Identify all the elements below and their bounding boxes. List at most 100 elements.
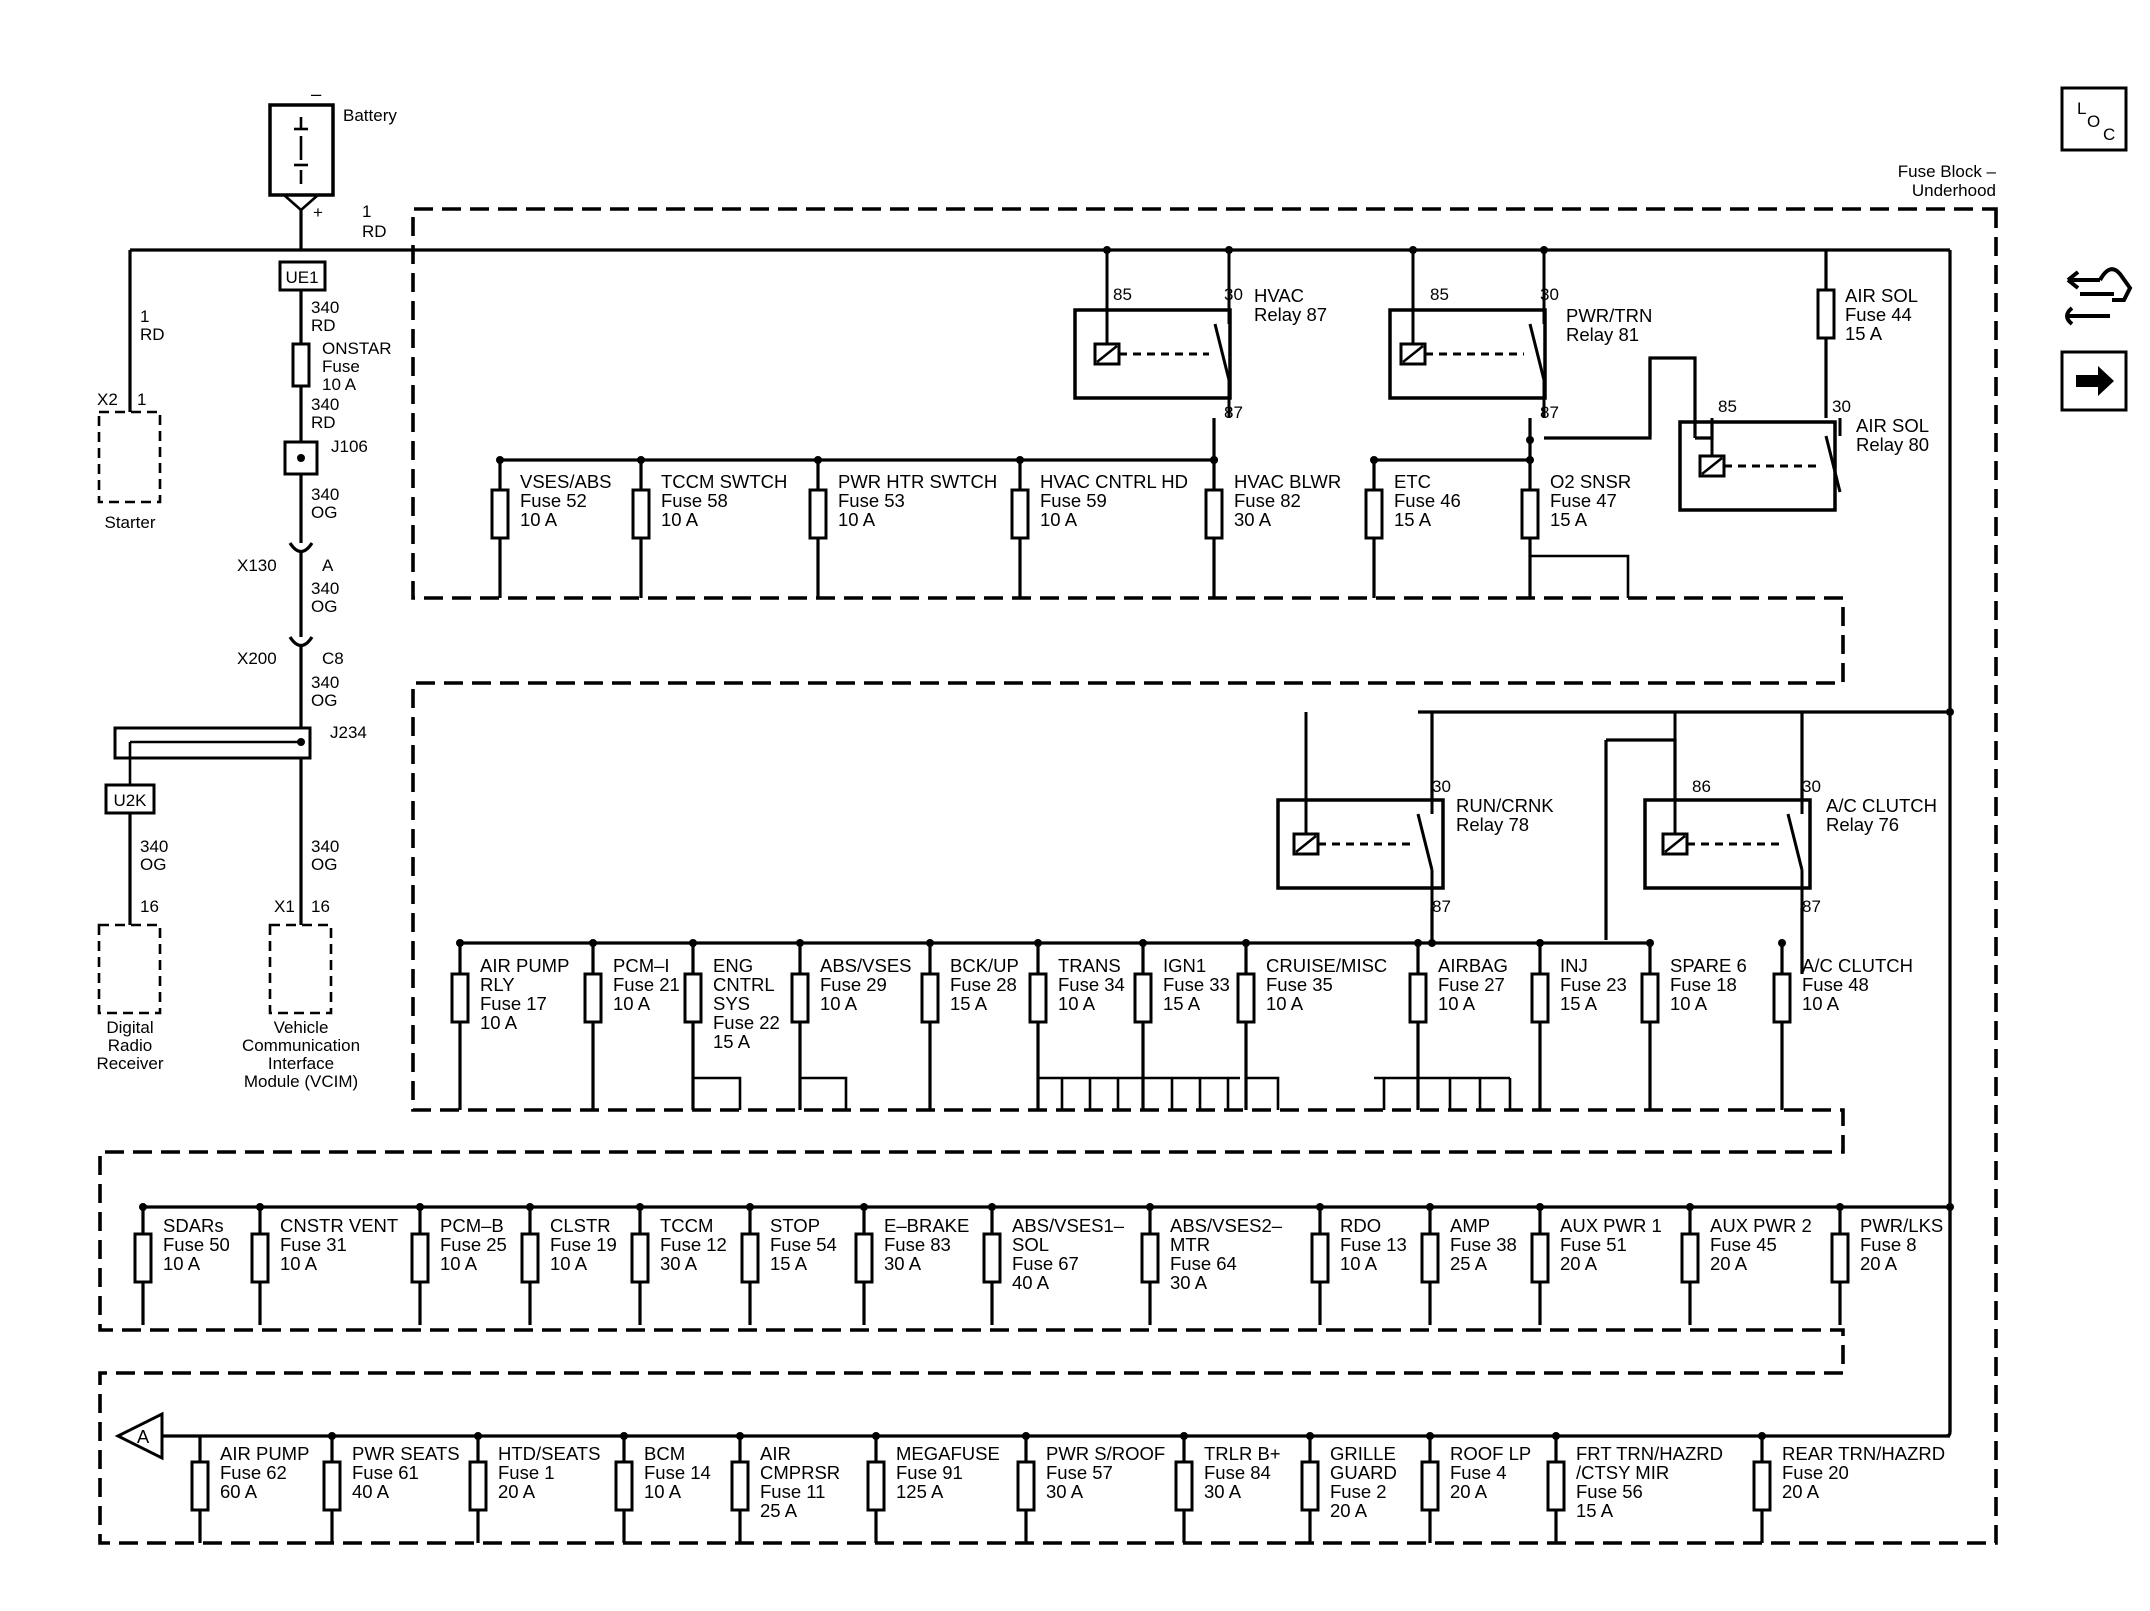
vcim-module[interactable] — [268, 923, 333, 1015]
fuse-f27[interactable] — [1408, 939, 1428, 1110]
splice-wire — [1530, 554, 1630, 598]
fuse-f12[interactable] — [630, 1203, 650, 1325]
fuse-f47-label-2: 15 A — [1550, 509, 1588, 530]
fuse-f59[interactable] — [1010, 456, 1030, 598]
relay-runcrnk[interactable] — [1276, 712, 1445, 908]
fuse-f19-label-2: 10 A — [550, 1253, 588, 1274]
fuse-f33[interactable] — [1133, 939, 1153, 1110]
fuse-f59-label-1: Fuse 59 — [1040, 490, 1107, 511]
vcim-label-1: Vehicle — [274, 1018, 329, 1037]
fuse-f28[interactable] — [920, 939, 940, 1110]
air-sol-fuse-44[interactable] — [1816, 288, 1836, 340]
fuse-f54-label-2: 15 A — [770, 1253, 808, 1274]
fuse-f31-label-1: Fuse 31 — [280, 1234, 347, 1255]
fuse-f61[interactable] — [322, 1432, 342, 1543]
fuse-f17-label-3: 10 A — [480, 1012, 518, 1033]
relay-wire — [1695, 422, 1714, 440]
fuse-f14[interactable] — [614, 1432, 634, 1543]
fuse-f21[interactable] — [583, 939, 603, 1110]
fuse-f50-label-0: SDARs — [163, 1215, 224, 1236]
fuse-f62[interactable] — [190, 1436, 210, 1543]
fuse-f45-label-0: AUX PWR 2 — [1710, 1215, 1812, 1236]
fuse-f84-label-2: 30 A — [1204, 1481, 1242, 1502]
relay-airsol[interactable] — [1678, 418, 1842, 512]
fuse-f48[interactable] — [1772, 939, 1792, 1110]
fuse-f35[interactable] — [1236, 939, 1256, 1110]
wiring-tools-icon[interactable] — [2065, 267, 2133, 326]
x200-connector[interactable] — [288, 636, 314, 648]
fuse-f34[interactable] — [1028, 939, 1048, 1110]
fuse-f23[interactable] — [1530, 939, 1550, 1110]
fuse-f52[interactable] — [490, 456, 510, 598]
x130-connector[interactable] — [288, 542, 314, 554]
fuse-f47[interactable] — [1520, 456, 1540, 598]
fuse-f56[interactable] — [1546, 1432, 1566, 1543]
fuse-f51[interactable] — [1530, 1203, 1550, 1325]
fuse-f45[interactable] — [1680, 1203, 1700, 1325]
fuse-f38[interactable] — [1420, 1203, 1440, 1325]
onstar-fuse[interactable] — [291, 342, 311, 388]
fuse-f8-label-2: 20 A — [1860, 1253, 1898, 1274]
fuse-f67[interactable] — [982, 1203, 1002, 1325]
fuse-f91[interactable] — [866, 1432, 886, 1543]
fuse-f57[interactable] — [1016, 1432, 1036, 1543]
fuse-f11-label-2: Fuse 11 — [760, 1481, 825, 1502]
drr-label-2: Radio — [108, 1036, 152, 1055]
fuse-f31[interactable] — [250, 1203, 270, 1325]
fuse-f54-label-1: Fuse 54 — [770, 1234, 837, 1255]
fuse-f58-label-2: 10 A — [661, 509, 699, 530]
fuse-f11-label-3: 25 A — [760, 1500, 798, 1521]
vcim-label-3: Interface — [268, 1054, 334, 1073]
fuse-f35-label-1: Fuse 35 — [1266, 974, 1333, 995]
fuse-f84-label-0: TRLR B+ — [1204, 1443, 1281, 1464]
fuse-f51-label-2: 20 A — [1560, 1253, 1598, 1274]
fuse-f83-label-1: Fuse 83 — [884, 1234, 951, 1255]
battery[interactable] — [268, 103, 335, 211]
digital-radio-receiver[interactable] — [97, 923, 162, 1015]
fuse-f54[interactable] — [740, 1203, 760, 1325]
fuse-f84[interactable] — [1174, 1432, 1194, 1543]
fuse-f17[interactable] — [450, 939, 470, 1110]
fuse-f46[interactable] — [1364, 456, 1384, 598]
component-locator-icon[interactable] — [2060, 86, 2128, 152]
fuse-f18[interactable] — [1640, 939, 1660, 1110]
fuse-f83[interactable] — [854, 1203, 874, 1325]
fuse-f47-label-0: O2 SNSR — [1550, 471, 1631, 492]
fuse-f29[interactable] — [790, 939, 810, 1110]
onstar-fuse-amp: 10 A — [322, 375, 357, 394]
fuse-f58[interactable] — [631, 456, 651, 598]
fuse-f8[interactable] — [1830, 1203, 1850, 1325]
fuse-f25-label-1: Fuse 25 — [440, 1234, 507, 1255]
fuse-f64[interactable] — [1140, 1203, 1160, 1325]
fuse-f4[interactable] — [1420, 1432, 1440, 1543]
relay-pwrtrn[interactable] — [1388, 246, 1548, 418]
starter[interactable] — [97, 410, 162, 504]
fuse-f82[interactable] — [1204, 456, 1224, 598]
fuse-f20[interactable] — [1752, 1432, 1772, 1543]
next-page-arrow-icon[interactable] — [2060, 350, 2128, 412]
fuse-f13[interactable] — [1310, 1203, 1330, 1325]
j234-splice[interactable] — [113, 726, 312, 785]
relay-hvac[interactable] — [1073, 246, 1233, 418]
fuse-f50[interactable] — [133, 1203, 153, 1325]
fuse-f19-label-1: Fuse 19 — [550, 1234, 617, 1255]
fuse-f12-label-1: Fuse 12 — [660, 1234, 727, 1255]
relay-acclutch[interactable] — [1643, 712, 1812, 908]
splice-wire — [800, 1076, 848, 1110]
j106-wire-color: OG — [311, 503, 337, 522]
fuse-f35-label-0: CRUISE/MISC — [1266, 955, 1387, 976]
fuse-f1[interactable] — [468, 1432, 488, 1543]
fuse-f19[interactable] — [520, 1203, 540, 1325]
fuse-f20-label-0: REAR TRN/HAZRD — [1782, 1443, 1945, 1464]
fuse-f56-label-2: Fuse 56 — [1576, 1481, 1643, 1502]
fuse-f53[interactable] — [808, 456, 828, 598]
fuse-f25[interactable] — [410, 1203, 430, 1325]
fuse-f38-label-2: 25 A — [1450, 1253, 1488, 1274]
vcim-wire-color: OG — [311, 855, 337, 874]
fuse-f11[interactable] — [730, 1432, 750, 1543]
fuse-f59-label-2: 10 A — [1040, 509, 1078, 530]
relay-hvac-pin-out: 87 — [1224, 403, 1243, 422]
fuse-f46-label-2: 15 A — [1394, 509, 1432, 530]
fuse-f2[interactable] — [1300, 1432, 1320, 1543]
